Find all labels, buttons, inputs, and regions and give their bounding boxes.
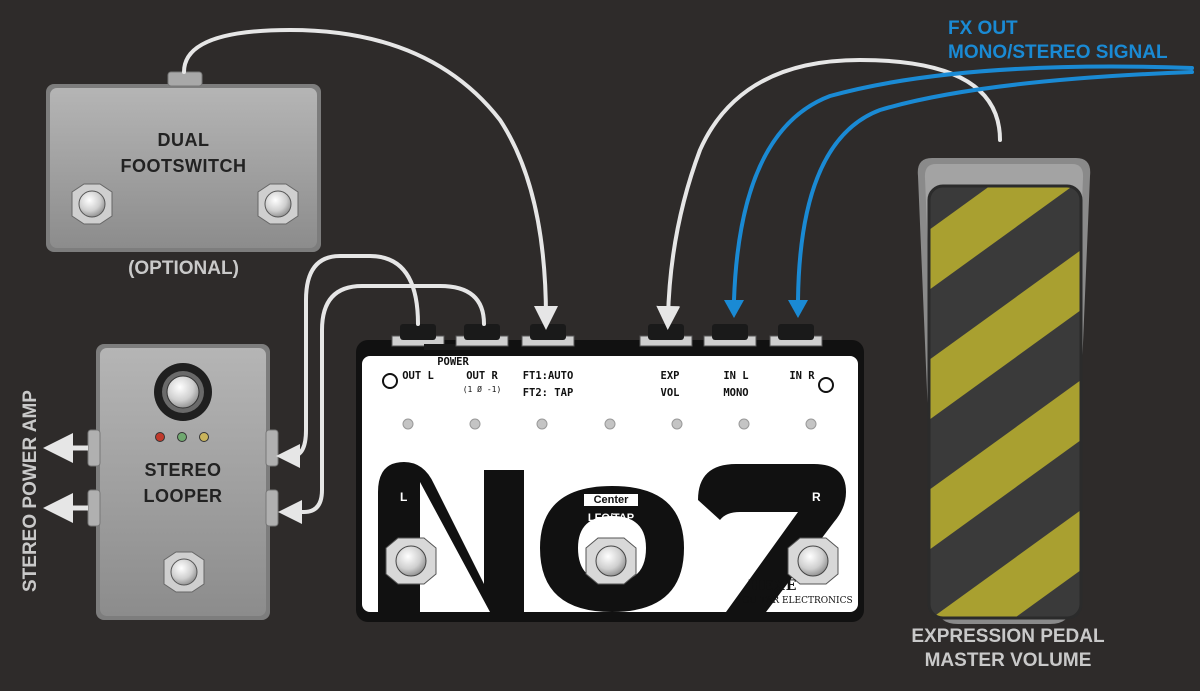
- looper-out-jack-1[interactable]: [87, 429, 101, 467]
- mono-label: MONO: [723, 387, 749, 399]
- expression-tread[interactable]: [929, 120, 1081, 680]
- in-r-label: IN R: [789, 370, 815, 382]
- jack-in-l[interactable]: [703, 324, 757, 347]
- pedal-leds: [402, 418, 817, 430]
- expression-pedal: [917, 120, 1091, 680]
- expression-label-line2: MASTER VOLUME: [924, 650, 1092, 671]
- stereo-looper-label-line1: STEREO: [144, 460, 222, 480]
- left-switch-label: L: [400, 490, 408, 504]
- jack-out-r[interactable]: [455, 324, 509, 347]
- out-r-label: OUT R: [466, 370, 498, 382]
- pedal-switch-left[interactable]: [385, 537, 437, 585]
- stereo-looper-label-line2: LOOPER: [143, 486, 223, 506]
- jack-exp[interactable]: [639, 324, 693, 347]
- footswitch-button-left[interactable]: [71, 183, 113, 225]
- cable-fx-to-in-l: [732, 64, 1194, 302]
- exp-label: EXP: [660, 370, 680, 382]
- main-pedal: [356, 324, 864, 622]
- dual-footswitch-label-line1: DUAL: [157, 130, 210, 150]
- amp-output-arrows: [43, 433, 88, 523]
- cable-exp: [656, 57, 1002, 330]
- fx-cables: [724, 64, 1194, 318]
- looper-led-yellow: [199, 432, 209, 442]
- no7-logo: [378, 462, 846, 612]
- power-label: POWER: [437, 356, 469, 368]
- dual-footswitch: [46, 71, 321, 252]
- fx-out-label-line1: FX OUT: [948, 18, 1018, 39]
- stereo-power-amp-label: STEREO POWER AMP: [20, 390, 41, 592]
- footswitch-button-right[interactable]: [257, 183, 299, 225]
- optional-label: (OPTIONAL): [128, 258, 239, 279]
- stereo-looper: [87, 344, 279, 620]
- brand-name: HEXE: [748, 578, 798, 594]
- right-switch-label: R: [812, 490, 821, 504]
- ft1-label: FT1:AUTO: [522, 370, 574, 382]
- brand-sub: GUITAR ELECTRONICS: [742, 596, 853, 606]
- screw-left: [382, 373, 398, 389]
- jack-in-r[interactable]: [769, 324, 823, 347]
- screw-right: [818, 377, 834, 393]
- cable-out-l: [276, 254, 420, 468]
- lfo-tap-label: LFO/TAP: [587, 512, 635, 524]
- looper-led-red: [155, 432, 165, 442]
- jack-ft[interactable]: [521, 324, 575, 347]
- expression-label-line1: EXPRESSION PEDAL: [911, 626, 1105, 647]
- center-label: Center: [584, 494, 638, 506]
- looper-out-jack-2[interactable]: [87, 489, 101, 527]
- dual-footswitch-label-line2: FOOTSWITCH: [120, 156, 247, 176]
- fx-out-label-line2: MONO/STEREO SIGNAL: [948, 42, 1168, 63]
- power-jack[interactable]: [424, 344, 470, 350]
- out-r-sub-label: (1 Ø -1): [462, 385, 502, 394]
- in-l-label: IN L: [723, 370, 749, 382]
- looper-in-jack-2[interactable]: [265, 489, 279, 527]
- pedal-switch-center[interactable]: [585, 537, 637, 585]
- cable-fx-to-in-r: [796, 70, 1194, 302]
- cable-footswitch-to-ft: [182, 27, 558, 330]
- looper-in-jack-1[interactable]: [265, 429, 279, 467]
- pedal-switch-right[interactable]: [787, 537, 839, 585]
- cables: [182, 27, 1002, 524]
- looper-led-green: [177, 432, 187, 442]
- out-l-label: OUT L: [402, 370, 434, 382]
- looper-knob[interactable]: [154, 363, 212, 421]
- ft2-label: FT2: TAP: [522, 387, 574, 399]
- vol-label: VOL: [660, 387, 680, 399]
- looper-footswitch[interactable]: [163, 551, 205, 593]
- cable-out-r: [278, 284, 486, 524]
- footswitch-jack[interactable]: [167, 71, 203, 87]
- jack-out-l[interactable]: [391, 324, 445, 347]
